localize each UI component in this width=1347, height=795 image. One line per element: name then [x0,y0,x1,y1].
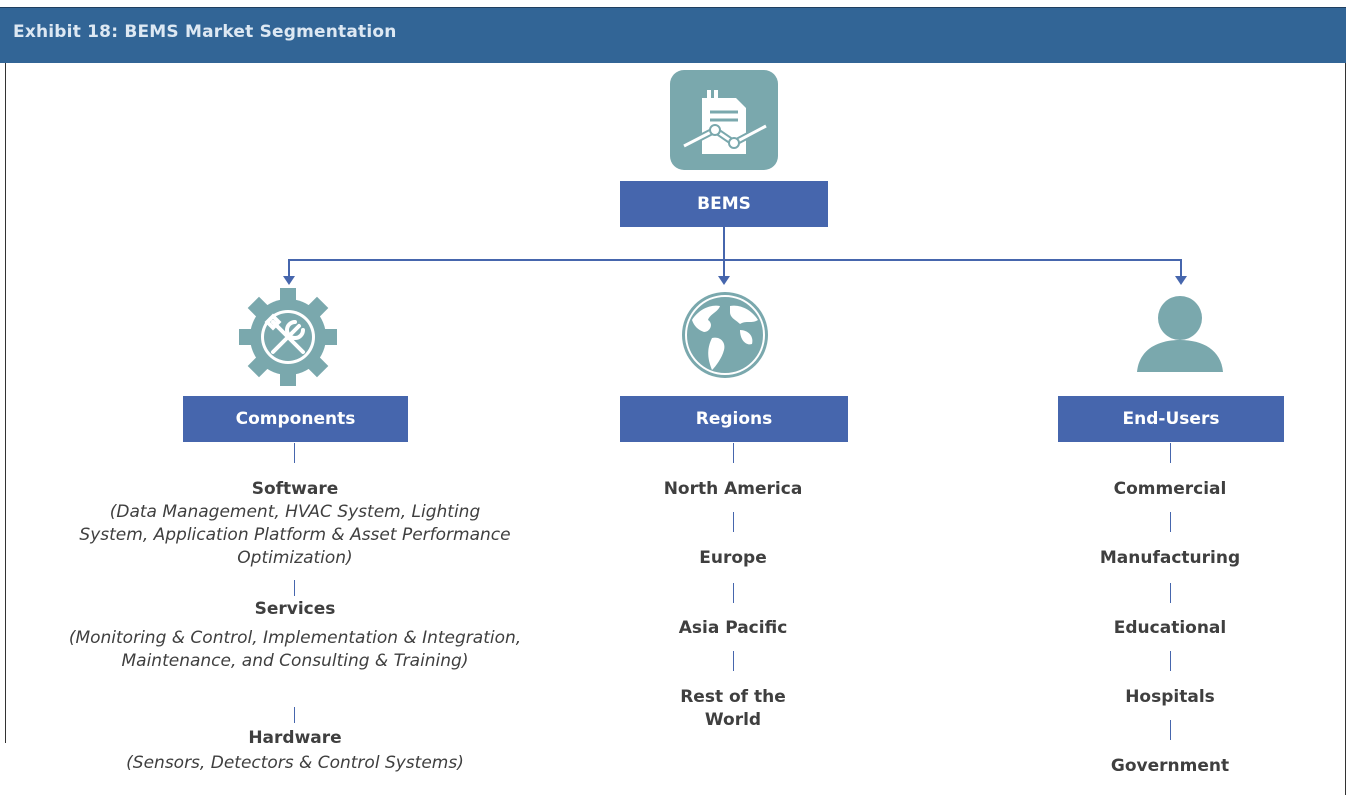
end-users-label: End-Users [1122,409,1220,429]
end-users-connector [1170,443,1171,463]
end-users-box: End-Users [1058,396,1284,442]
branch-drop-center [723,259,725,279]
component-name: Software [251,479,339,499]
end-user-name: Educational [1113,618,1227,638]
component-item-services: Services (Monitoring & Control, Implemen… [45,598,545,673]
components-connector [294,580,295,596]
root-box: BEMS [620,181,828,227]
end-users-connector [1170,651,1171,671]
document-chart-icon [670,70,778,170]
end-user-name: Manufacturing [1099,548,1241,568]
root-label: BEMS [697,194,751,214]
end-user-name: Commercial [1113,479,1227,499]
arrow-right-icon [1175,276,1187,285]
exhibit-header: Exhibit 18: BEMS Market Segmentation [0,7,1346,63]
region-name: Rest of the World [680,687,786,730]
region-name: Europe [699,548,767,568]
component-detail: (Monitoring & Control, Implementation & … [68,628,522,671]
root-stem [723,227,725,260]
user-icon [1135,296,1225,372]
end-user-name: Government [1110,756,1230,776]
regions-label: Regions [695,409,773,429]
region-name: Asia Pacific [678,618,788,638]
right-border [1345,63,1346,795]
components-label: Components [235,409,356,429]
exhibit-title: Exhibit 18: BEMS Market Segmentation [13,22,397,42]
end-user-item: Hospitals [1045,686,1295,709]
regions-connector [733,651,734,671]
branch-drop-right [1180,259,1182,279]
component-detail: (Sensors, Detectors & Control Systems) [126,753,464,773]
gear-tools-icon [237,286,339,388]
branch-drop-left [288,259,290,279]
arrow-center-icon [718,276,730,285]
components-connector [294,707,295,723]
region-item: North America [608,478,858,501]
region-item: Asia Pacific [608,617,858,640]
end-user-item: Manufacturing [1045,547,1295,570]
component-item-software: Software (Data Management, HVAC System, … [45,478,545,570]
component-detail: (Data Management, HVAC System, Lighting … [79,502,511,568]
region-name: North America [663,479,803,499]
globe-icon [680,290,770,380]
end-users-connector [1170,720,1171,740]
component-name: Hardware [248,728,342,748]
regions-box: Regions [620,396,848,442]
components-box: Components [183,396,408,442]
regions-connector [733,443,734,463]
end-users-connector [1170,583,1171,603]
end-users-connector [1170,512,1171,532]
end-user-item: Government [1045,755,1295,778]
component-name: Services [254,599,336,619]
regions-connector [733,512,734,532]
arrow-left-icon [283,276,295,285]
branch-bar [288,259,1182,261]
component-item-hardware: Hardware (Sensors, Detectors & Control S… [45,727,545,775]
regions-connector [733,583,734,603]
end-user-item: Commercial [1045,478,1295,501]
components-connector [294,443,295,463]
end-user-name: Hospitals [1125,687,1215,707]
region-item: Europe [608,547,858,570]
left-border [5,63,6,743]
region-item: Rest of the World [658,686,808,732]
end-user-item: Educational [1045,617,1295,640]
